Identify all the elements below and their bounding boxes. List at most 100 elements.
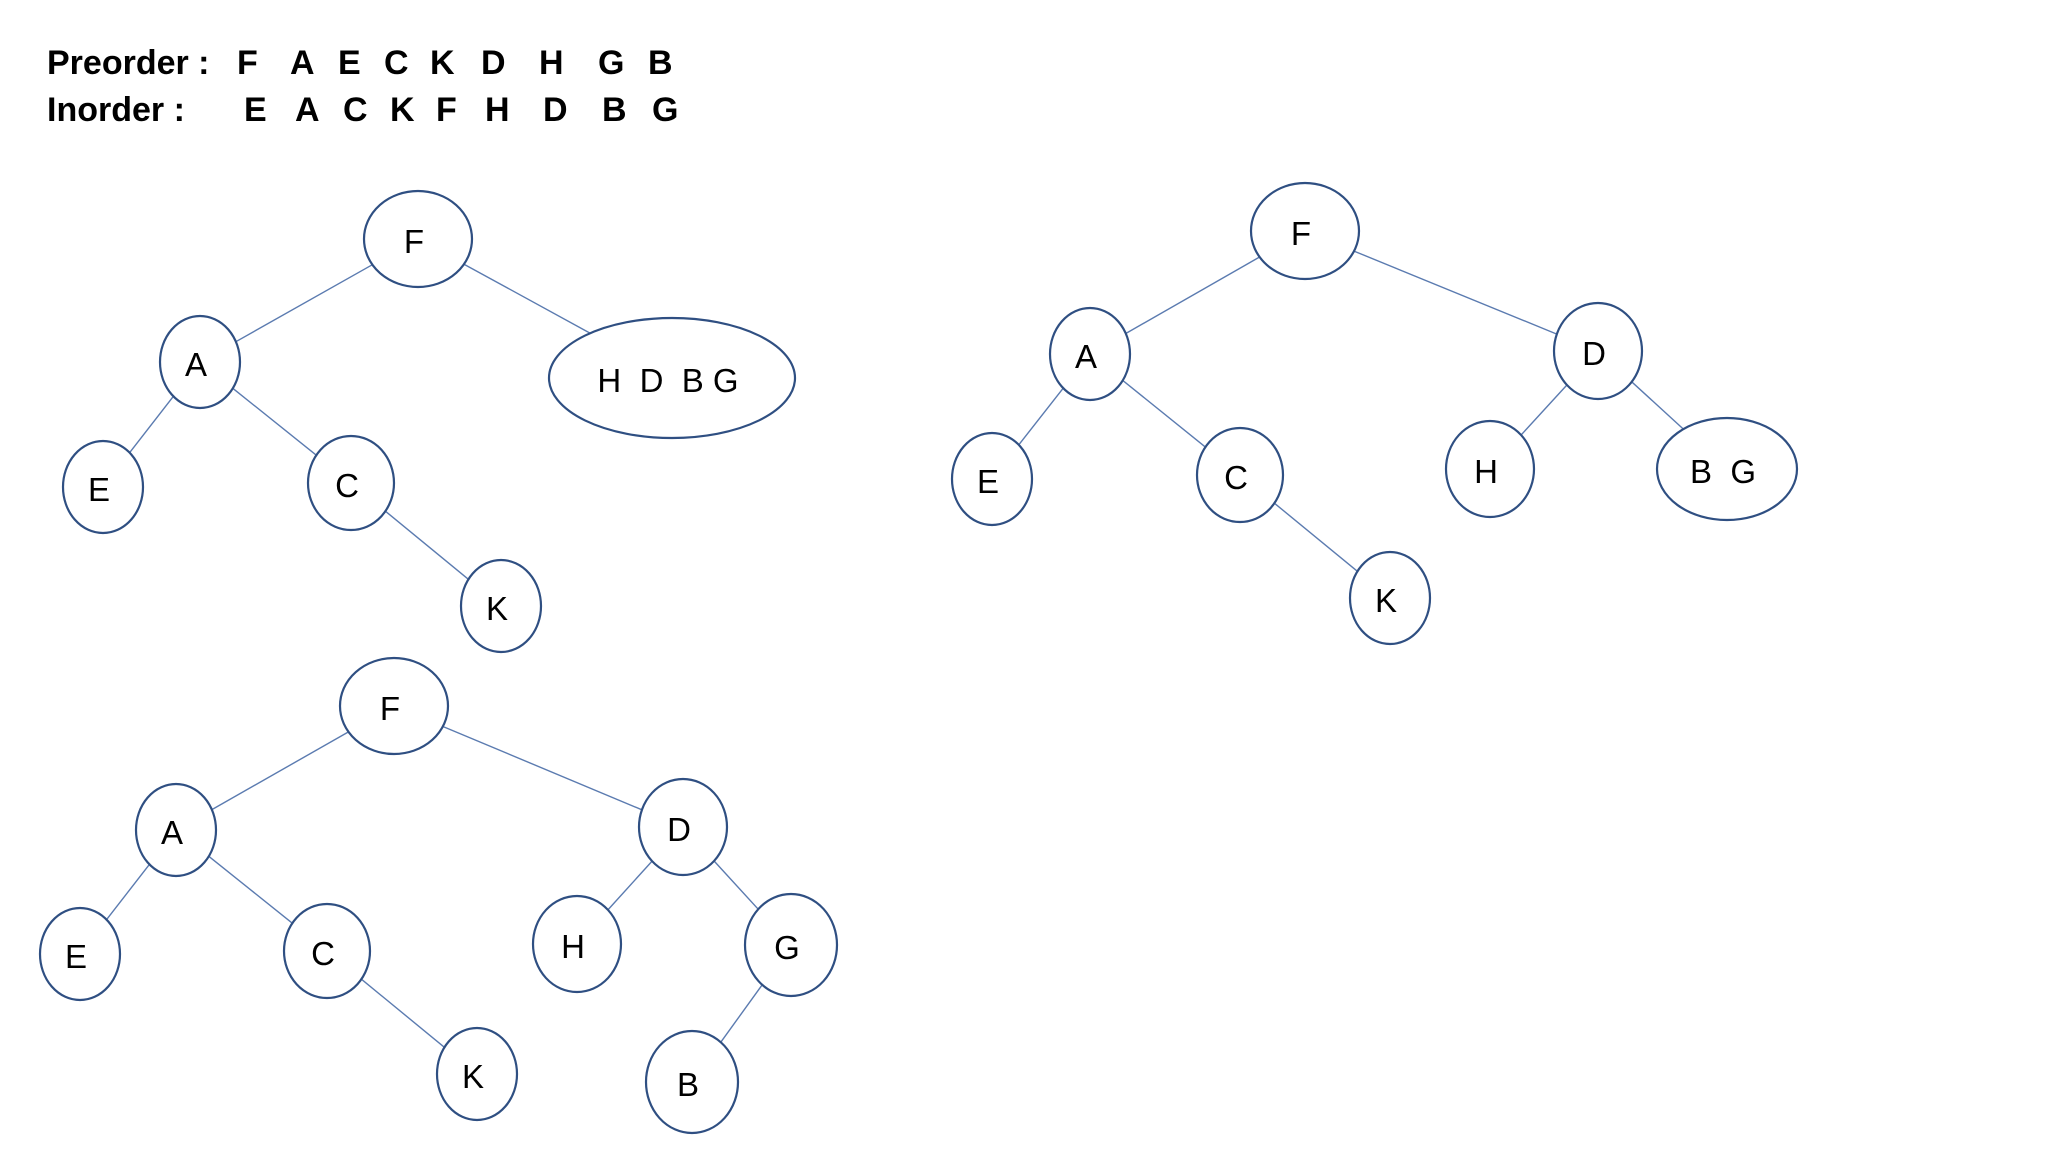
inorder-item: H <box>485 91 510 129</box>
node-label: E <box>88 471 110 508</box>
inorder-item: K <box>390 91 415 129</box>
node-circle <box>282 902 372 1000</box>
tree-edge-d-bg <box>1631 381 1684 430</box>
node-circle <box>38 906 122 1002</box>
tree-node-e: E <box>950 431 1034 527</box>
node-label: H <box>1474 453 1498 490</box>
node-label: A <box>185 346 207 383</box>
tree-node-c: C <box>306 434 396 532</box>
node-circle <box>950 431 1034 527</box>
tree-step-2: F A D E C K H B G <box>950 181 1799 646</box>
tree-edge-a-c <box>208 855 293 924</box>
node-circle <box>459 558 543 654</box>
inorder-item: D <box>543 91 568 129</box>
tree-node-k: K <box>459 558 543 654</box>
node-circle <box>644 1029 740 1135</box>
preorder-item: C <box>384 44 409 82</box>
tree-node-e: E <box>38 906 122 1002</box>
tree-edge-f-a <box>211 731 349 811</box>
node-circle <box>1048 306 1132 402</box>
preorder-item: G <box>598 44 625 82</box>
tree-edge-c-k <box>384 510 469 580</box>
tree-node-a: A <box>134 782 218 878</box>
tree-edge-f-d <box>1353 250 1558 335</box>
tree-node-hdbg: H D B G <box>547 316 797 440</box>
inorder-item: C <box>343 91 368 129</box>
node-label: A <box>161 814 183 851</box>
tree-edge-f-a <box>1125 256 1260 335</box>
node-circle <box>61 439 145 535</box>
tree-node-c: C <box>282 902 372 1000</box>
node-label: K <box>486 590 508 627</box>
tree-node-b: B <box>644 1029 740 1135</box>
node-circle <box>547 316 797 440</box>
node-circle <box>637 777 729 877</box>
preorder-label: Preorder : <box>47 44 210 82</box>
tree-node-d: D <box>1552 301 1644 401</box>
node-label: F <box>1291 215 1311 252</box>
node-circle <box>362 189 474 289</box>
tree-edge-a-c <box>232 387 317 456</box>
inorder-item: B <box>602 91 627 129</box>
inorder-label: Inorder : <box>47 91 185 129</box>
node-circle <box>1444 419 1536 519</box>
node-label: H D B G <box>597 362 738 399</box>
node-label: F <box>380 690 400 727</box>
tree-edge-f-d <box>442 725 643 811</box>
node-label: E <box>65 938 87 975</box>
tree-edge-a-c <box>1122 379 1206 448</box>
node-label: F <box>404 223 424 260</box>
inorder-item: A <box>295 91 320 129</box>
tree-node-k: K <box>1348 550 1432 646</box>
tree-step-1: F A H D B G E C K <box>61 189 797 654</box>
tree-node-bg: B G <box>1655 416 1799 522</box>
node-label: B <box>677 1066 699 1103</box>
node-circle <box>435 1026 519 1122</box>
node-label: A <box>1075 338 1097 375</box>
node-label: E <box>977 463 999 500</box>
node-label: D <box>667 811 691 848</box>
node-circle <box>1249 181 1361 281</box>
node-circle <box>1552 301 1644 401</box>
preorder-item: F <box>237 44 258 82</box>
inorder-item: F <box>436 91 457 129</box>
preorder-item: A <box>290 44 315 82</box>
tree-edge-a-e <box>106 863 150 921</box>
tree-node-c: C <box>1195 426 1285 524</box>
tree-node-a: A <box>158 314 242 410</box>
node-label: H <box>561 928 585 965</box>
node-circle <box>134 782 218 878</box>
tree-node-e: E <box>61 439 145 535</box>
tree-edge-d-g <box>713 860 759 910</box>
tree-node-f: F <box>362 189 474 289</box>
node-label: C <box>311 935 335 972</box>
node-circle <box>1655 416 1799 522</box>
node-label: K <box>1375 582 1397 619</box>
preorder-item: E <box>338 44 361 82</box>
node-circle <box>306 434 396 532</box>
node-label: G <box>774 929 800 966</box>
tree-node-f: F <box>338 656 450 756</box>
node-label: D <box>1582 335 1606 372</box>
tree-edge-a-e <box>1018 387 1064 446</box>
node-label: B G <box>1690 453 1756 490</box>
inorder-item: G <box>652 91 679 129</box>
tree-edge-f-a <box>235 264 373 343</box>
node-circle <box>158 314 242 410</box>
tree-node-h: H <box>1444 419 1536 519</box>
tree-edge-c-k <box>1273 502 1358 572</box>
tree-edge-g-b <box>720 984 763 1043</box>
inorder-item: E <box>244 91 267 129</box>
tree-node-a: A <box>1048 306 1132 402</box>
preorder-item: H <box>539 44 564 82</box>
node-label: C <box>1224 459 1248 496</box>
node-circle <box>1348 550 1432 646</box>
tree-node-g: G <box>743 892 839 998</box>
node-label: C <box>335 467 359 504</box>
tree-node-d: D <box>637 777 729 877</box>
node-label: K <box>462 1058 484 1095</box>
